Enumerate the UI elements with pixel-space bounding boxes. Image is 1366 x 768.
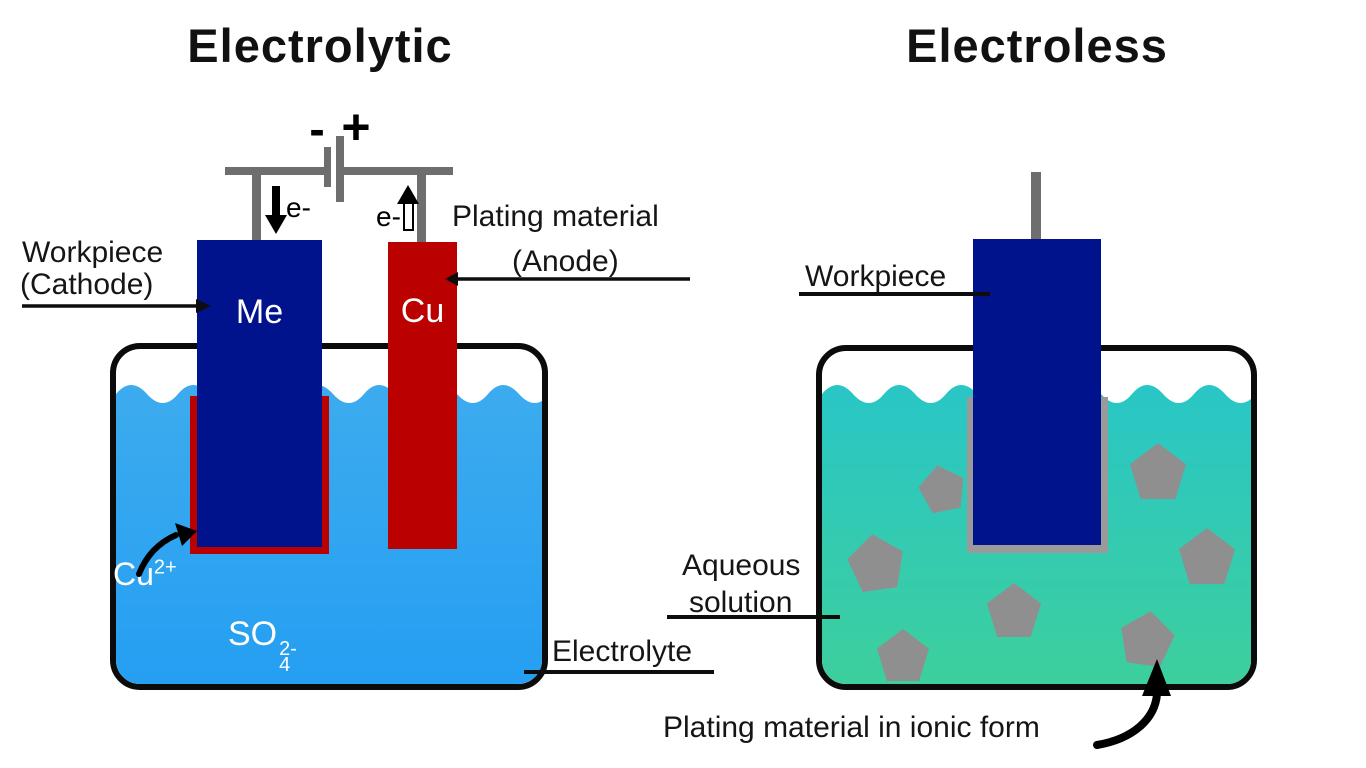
electron-down-arrow-icon [265, 186, 287, 234]
anode-symbol: Cu [400, 292, 445, 330]
copper-ion-label: Cu2+ [113, 556, 177, 593]
electrolyte-liquid [116, 385, 542, 684]
metal-ion-pentagon [915, 461, 970, 516]
ionic-form-caption: Plating material in ionic form [663, 711, 1040, 744]
wire-right-segment [344, 167, 453, 175]
battery-short-plate [324, 147, 331, 187]
electroless-title: Electroless [906, 19, 1168, 72]
copper-ion-charge: 2+ [153, 556, 177, 579]
anode-callout-line1: Plating material [452, 200, 659, 233]
electrolytic-tank [110, 343, 548, 690]
cathode-symbol: Me [235, 293, 284, 331]
cathode-callout-line1: Workpiece [22, 236, 164, 269]
solution-callout-line1: Aqueous [682, 549, 801, 582]
electron-label-right: e- [376, 201, 401, 232]
metal-ion-pentagon [1179, 528, 1235, 584]
copper-ion-element: Cu [113, 556, 154, 592]
ion-field [822, 351, 1251, 684]
battery-plus-sign: + [341, 99, 371, 155]
metal-ion-pentagon [1130, 443, 1186, 499]
electrolytic-title: Electrolytic [187, 19, 453, 72]
solution-callout-line2: solution [689, 586, 793, 619]
cathode-workpiece-electrode [197, 240, 322, 547]
electrolyte-callout: Electrolyte [552, 635, 693, 668]
sulfate-ion-charge: 2- [279, 638, 297, 660]
workpiece-leader-line [799, 292, 990, 296]
anode-lead-wire [417, 167, 426, 244]
solution-leader-line [667, 615, 840, 619]
sulfate-ion-element: SO [228, 615, 278, 653]
wire-left-segment [225, 167, 331, 175]
electrolyte-leader-line [524, 670, 714, 674]
workpiece-hanger-rod [1031, 172, 1041, 242]
metal-ion-pentagon [987, 583, 1041, 637]
cathode-callout-line2: (Cathode) [20, 268, 154, 301]
metal-ion-pentagon [877, 629, 929, 681]
workpiece-callout: Workpiece [805, 260, 947, 293]
metal-ion-pentagon [1117, 608, 1178, 669]
electron-label-left: e- [286, 192, 311, 223]
anode-callout-line2: (Anode) [512, 245, 619, 278]
metal-ion-pentagon [844, 530, 907, 593]
sulfate-ion-subscript: 4 [279, 654, 291, 676]
cathode-lead-wire [252, 167, 261, 242]
electroless-workpiece [973, 239, 1101, 545]
battery-minus-sign: - [309, 103, 325, 155]
copper-anode-electrode [388, 242, 457, 549]
battery-long-plate [336, 136, 344, 202]
